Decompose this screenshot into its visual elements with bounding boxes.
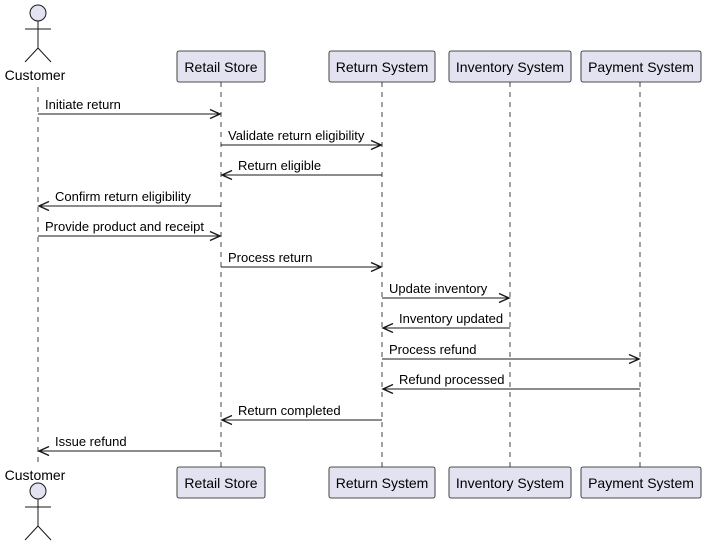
message-arrow: Refund processed [381, 372, 640, 395]
message-arrow: Inventory updated [381, 311, 510, 334]
message-arrow: Return eligible [220, 158, 382, 181]
message-label: Return eligible [238, 158, 321, 173]
message-label: Issue refund [55, 434, 127, 449]
message-label: Update inventory [389, 281, 488, 296]
stick-figure-icon [24, 482, 52, 541]
participant-payment-system-top: Payment System [580, 50, 702, 83]
arrowhead-icon [220, 414, 233, 426]
arrowhead-icon [370, 139, 383, 151]
participant-label: Return System [336, 475, 429, 491]
lifelines [37, 82, 641, 467]
arrowhead-icon [370, 261, 383, 273]
arrowhead-icon [209, 230, 222, 242]
message-arrow: Issue refund [37, 434, 221, 457]
participant-label: Payment System [588, 475, 694, 491]
participant-inventory-system-top: Inventory System [448, 50, 572, 83]
message-label: Process refund [389, 342, 476, 357]
arrowhead-icon [37, 200, 50, 212]
participant-label: Inventory System [456, 59, 564, 75]
message-arrow: Process refund [382, 342, 641, 365]
participant-label: Return System [336, 59, 429, 75]
participant-label: Retail Store [184, 59, 257, 75]
participant-return-system-top: Return System [328, 50, 436, 83]
message-arrow: Confirm return eligibility [37, 189, 221, 212]
arrowhead-icon [209, 108, 222, 120]
arrowhead-icon [381, 322, 394, 334]
participant-retail-store-top: Retail Store [176, 50, 266, 83]
participant-label: Retail Store [184, 475, 257, 491]
message-label: Inventory updated [399, 311, 503, 326]
arrowhead-icon [628, 353, 641, 365]
message-arrow: Process return [221, 250, 383, 273]
arrowhead-icon [498, 292, 511, 304]
message-arrow: Return completed [220, 403, 382, 426]
actor-customer-top: Customer [5, 4, 66, 83]
message-label: Validate return eligibility [228, 128, 365, 143]
message-arrow: Initiate return [38, 97, 222, 120]
participant-label: Inventory System [456, 475, 564, 491]
message-label: Confirm return eligibility [55, 189, 191, 204]
participant-return-system-bottom: Return System [328, 466, 436, 499]
message-label: Initiate return [45, 97, 121, 112]
arrowhead-icon [37, 445, 50, 457]
actor-customer-bottom: Customer [5, 467, 66, 541]
message-arrow: Validate return eligibility [221, 128, 383, 151]
message-label: Return completed [238, 403, 341, 418]
stick-figure-icon [24, 4, 52, 63]
message-arrow: Update inventory [382, 281, 511, 304]
participant-retail-store-bottom: Retail Store [176, 466, 266, 499]
message-label: Refund processed [399, 372, 505, 387]
participant-label: Payment System [588, 59, 694, 75]
message-label: Process return [228, 250, 313, 265]
participant-payment-system-bottom: Payment System [580, 466, 702, 499]
arrowhead-icon [220, 169, 233, 181]
message-label: Provide product and receipt [45, 219, 204, 234]
arrowhead-icon [381, 383, 394, 395]
participant-inventory-system-bottom: Inventory System [448, 466, 572, 499]
actor-label: Customer [5, 67, 66, 83]
message-arrow: Provide product and receipt [38, 219, 222, 242]
actor-label: Customer [5, 467, 66, 483]
